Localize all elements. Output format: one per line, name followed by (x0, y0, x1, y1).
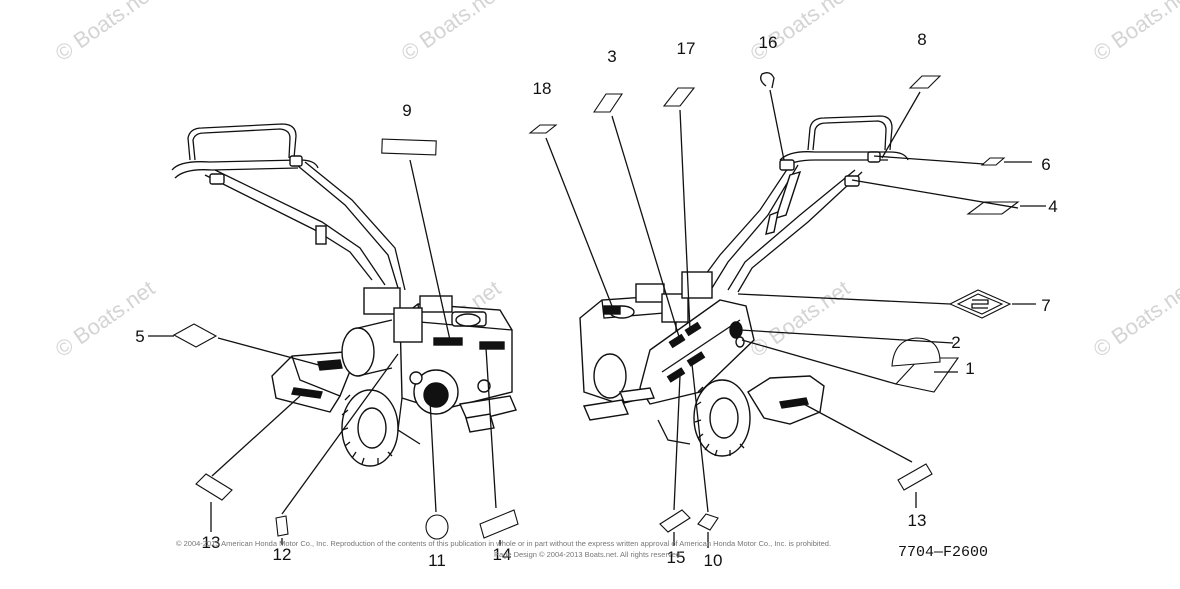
decal-11 (425, 514, 449, 540)
callout-8: 8 (917, 30, 926, 49)
callout-6: 6 (1041, 155, 1050, 174)
copyright-line-2: Page Design © 2004-2013 Boats.net. All r… (494, 550, 682, 559)
callout-10: 10 (704, 551, 723, 570)
callout-12: 12 (273, 545, 292, 564)
decal-17 (662, 87, 696, 107)
decal-6 (980, 157, 1006, 166)
watermark: © Boats.net (1089, 0, 1180, 66)
callout-4: 4 (1048, 197, 1057, 216)
decal-2 (891, 337, 941, 367)
callout-17: 17 (677, 39, 696, 58)
callout-3: 3 (607, 47, 616, 66)
watermark: © Boats.net (397, 0, 506, 66)
callout-9: 9 (402, 101, 411, 120)
tiller-illustration-left (171, 123, 517, 467)
watermark: © Boats.net (51, 0, 160, 66)
diagram-code: 7704—F2600 (898, 544, 988, 561)
callout-13-right: 13 (908, 511, 927, 530)
decal-1 (894, 357, 960, 393)
decal-10 (697, 513, 719, 531)
callout-labels: 1 2 3 4 5 6 7 8 9 10 11 12 13 13 14 15 1… (135, 30, 1057, 570)
watermark: © Boats.net (746, 275, 855, 362)
callout-13-left: 13 (202, 533, 221, 552)
callout-5: 5 (135, 327, 144, 346)
callout-7: 7 (1041, 296, 1050, 315)
decal-13-right (897, 463, 933, 491)
decal-8 (908, 75, 942, 89)
decal-13-left (195, 473, 233, 501)
decal-14 (479, 509, 519, 539)
decal-12 (275, 515, 289, 537)
decal-9 (381, 138, 437, 156)
decal-3 (592, 93, 624, 113)
tiller-illustration-right (579, 115, 909, 457)
decal-15 (659, 509, 691, 533)
copyright-line-1: © 2004-2013 American Honda Motor Co., In… (176, 539, 831, 548)
callout-11: 11 (428, 551, 446, 570)
decal-4 (966, 201, 1020, 215)
leader-lines (148, 89, 1046, 515)
decal-7 (948, 289, 1012, 319)
callout-15: 15 (667, 548, 686, 567)
callout-1: 1 (965, 359, 974, 378)
watermark: © Boats.net (51, 275, 160, 362)
watermark: © Boats.net (1089, 275, 1180, 362)
callout-14: 14 (493, 545, 512, 564)
callout-18: 18 (533, 79, 552, 98)
decal-18 (528, 124, 558, 134)
callout-16: 16 (759, 33, 778, 52)
callout-2: 2 (951, 333, 960, 352)
clip-16 (760, 72, 775, 89)
label-ticks (210, 492, 917, 548)
decal-parts (172, 72, 1020, 540)
decal-5 (172, 323, 218, 348)
